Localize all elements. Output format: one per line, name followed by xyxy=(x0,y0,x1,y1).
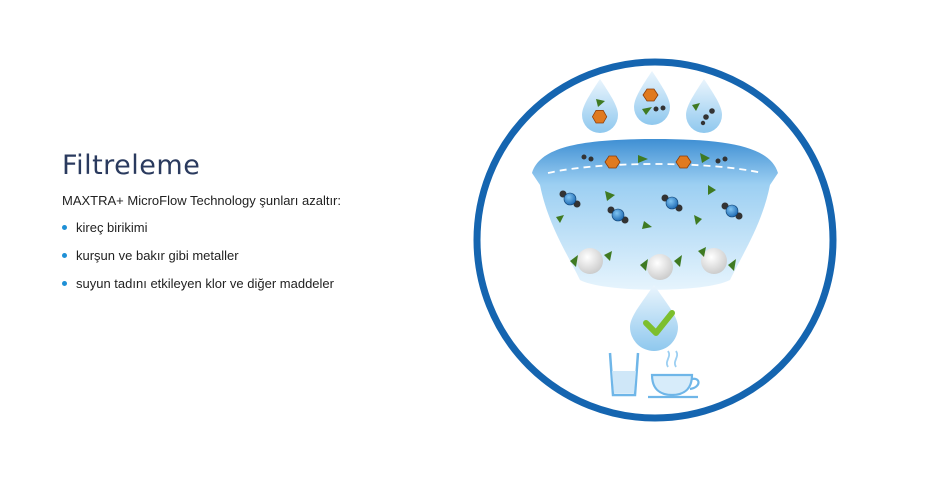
bullet-icon xyxy=(62,281,67,286)
droplet-center xyxy=(634,71,670,125)
water-filtration-diagram-icon xyxy=(473,58,837,422)
section-intro: MAXTRA+ MicroFlow Technology şunları aza… xyxy=(62,193,341,208)
glass-icon xyxy=(608,352,640,397)
bullet-icon xyxy=(62,225,67,230)
droplet-left xyxy=(582,79,618,133)
droplet-right xyxy=(686,79,722,133)
feature-item: suyun tadını etkileyen klor ve diğer mad… xyxy=(62,276,422,291)
feature-list: kireç birikimi kurşun ve bakır gibi meta… xyxy=(62,220,422,291)
feature-label: kireç birikimi xyxy=(76,220,148,235)
feature-item: kireç birikimi xyxy=(62,220,422,235)
filtered-droplet xyxy=(630,285,678,351)
section-title: Filtreleme xyxy=(62,150,201,181)
bullet-icon xyxy=(62,253,67,258)
filtration-illustration xyxy=(470,55,840,425)
feature-label: kurşun ve bakır gibi metaller xyxy=(76,248,239,263)
filtration-text-block: Filtreleme MAXTRA+ MicroFlow Technology … xyxy=(62,150,422,304)
feature-label: suyun tadını etkileyen klor ve diğer mad… xyxy=(76,276,334,291)
cup-icon xyxy=(648,350,700,399)
feature-item: kurşun ve bakır gibi metaller xyxy=(62,248,422,263)
water-surface-line xyxy=(547,163,763,174)
